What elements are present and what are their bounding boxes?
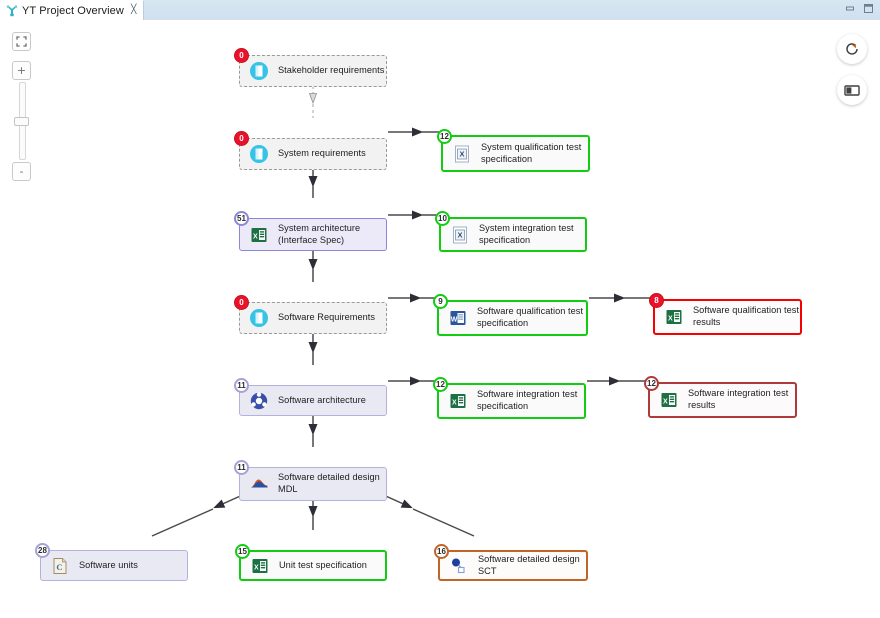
node-label: Software detailed design SCT xyxy=(478,553,580,576)
node-label: System integration test specification xyxy=(479,222,574,245)
refresh-icon xyxy=(846,43,858,55)
node-software-detailed-design-sct[interactable]: 16 Software detailed design SCT xyxy=(434,544,588,581)
node-software-detailed-design-mdl[interactable]: 11 Software detailed design MDL xyxy=(234,460,387,501)
svg-text:W: W xyxy=(451,316,458,323)
panel-layout-icon xyxy=(844,84,860,96)
svg-text:X: X xyxy=(668,315,673,322)
node-label: Software detailed design MDL xyxy=(278,472,380,494)
node-badge: 12 xyxy=(433,377,448,392)
node-system-integration-test-specification[interactable]: 10 X System integration test specificati… xyxy=(435,211,587,252)
node-software-integration-test-specification[interactable]: 12 X Software integration test specifica… xyxy=(433,377,586,419)
node-badge: 12 xyxy=(437,129,452,144)
statechart-icon xyxy=(452,558,465,573)
software-architecture-icon xyxy=(250,391,268,409)
node-stakeholder-requirements[interactable]: 0 Stakeholder requirements xyxy=(234,48,387,87)
node-badge: 8 xyxy=(649,293,664,308)
node-badge: 9 xyxy=(433,294,448,309)
svg-text:X: X xyxy=(457,230,462,239)
node-label: System requirements xyxy=(278,148,366,159)
node-label: Software integration test results xyxy=(688,388,789,410)
node-label: Software qualification test results xyxy=(693,305,800,327)
node-label: Software Requirements xyxy=(278,312,376,323)
node-unit-test-specification[interactable]: 15 X Unit test specification xyxy=(235,544,387,581)
node-label: Software units xyxy=(79,559,138,570)
node-label: Software architecture xyxy=(278,394,366,405)
node-software-qualification-test-specification[interactable]: 9 W Software qualification test specific… xyxy=(433,294,588,336)
zoom-slider-handle[interactable] xyxy=(14,117,29,126)
c-source-file-icon: C xyxy=(53,557,67,574)
zoom-in-button[interactable]: + xyxy=(12,61,31,80)
diagram-canvas[interactable]: + - 0 xyxy=(0,20,880,618)
node-label: System architecture (Interface Spec) xyxy=(278,222,361,245)
svg-text:X: X xyxy=(253,233,258,240)
tab-project-overview[interactable]: YT Project Overview ╳ xyxy=(0,0,145,20)
excel-file-icon: X xyxy=(453,226,467,243)
node-software-qualification-test-results[interactable]: 8 X Software qualification test results xyxy=(649,293,802,335)
node-software-architecture[interactable]: 11 Software architecture xyxy=(234,378,387,416)
maximize-icon[interactable] xyxy=(863,3,874,14)
close-icon[interactable]: ╳ xyxy=(130,5,137,15)
node-software-integration-test-results[interactable]: 12 X Software integration test results xyxy=(644,376,797,418)
node-label: Software qualification test specificatio… xyxy=(477,306,584,328)
tab-bar: YT Project Overview ╳ xyxy=(0,0,880,21)
fit-to-screen-button[interactable] xyxy=(12,32,31,51)
node-badge: 0 xyxy=(234,295,249,310)
node-label: Software integration test specification xyxy=(477,389,578,411)
refresh-button[interactable] xyxy=(837,34,867,64)
node-label: Unit test specification xyxy=(279,559,367,570)
node-badge: 51 xyxy=(234,211,249,226)
node-label: System qualification test specification xyxy=(481,141,582,164)
zoom-out-button[interactable]: - xyxy=(12,162,31,181)
node-system-architecture[interactable]: 51 X System architecture (Interface Spec… xyxy=(234,211,387,251)
node-software-units[interactable]: 28 C Software units xyxy=(35,543,188,581)
node-badge: 10 xyxy=(435,211,450,226)
node-badge: 0 xyxy=(234,131,249,146)
zoom-slider-track[interactable] xyxy=(14,82,29,160)
fit-screen-icon xyxy=(16,36,27,47)
node-system-requirements[interactable]: 0 System requirements xyxy=(234,131,387,170)
minimize-icon[interactable] xyxy=(845,3,856,14)
node-badge: 11 xyxy=(234,378,249,393)
node-badge: 15 xyxy=(235,544,250,559)
simulink-icon xyxy=(250,479,268,488)
project-tree-icon xyxy=(6,4,18,16)
excel-green-icon: X xyxy=(251,227,267,242)
svg-text:C: C xyxy=(56,562,62,572)
window-controls xyxy=(845,3,874,14)
panel-layout-button[interactable] xyxy=(837,75,867,105)
node-label: Stakeholder requirements xyxy=(278,65,385,76)
info-document-icon xyxy=(250,309,268,327)
tab-label: YT Project Overview xyxy=(22,4,124,17)
word-file-icon: W xyxy=(450,311,466,325)
node-software-requirements[interactable]: 0 Software Requirements xyxy=(234,295,387,334)
svg-text:X: X xyxy=(254,564,259,571)
excel-green-icon: X xyxy=(252,558,268,573)
zoom-controls[interactable]: + - xyxy=(12,32,32,181)
info-document-icon xyxy=(250,62,268,80)
excel-green-icon: X xyxy=(661,393,677,407)
svg-text:X: X xyxy=(663,398,668,405)
node-badge: 16 xyxy=(434,544,449,559)
node-badge: 11 xyxy=(234,460,249,475)
svg-text:X: X xyxy=(452,399,457,406)
node-badge: 28 xyxy=(35,543,50,558)
excel-green-icon: X xyxy=(666,310,682,324)
svg-text:X: X xyxy=(459,149,464,158)
excel-file-icon: X xyxy=(455,145,469,162)
info-document-icon xyxy=(250,145,268,163)
node-badge: 12 xyxy=(644,376,659,391)
node-badge: 0 xyxy=(234,48,249,63)
node-system-qualification-test-specification[interactable]: 12 X System qualification test specifica… xyxy=(437,129,590,172)
excel-green-icon: X xyxy=(450,394,466,408)
